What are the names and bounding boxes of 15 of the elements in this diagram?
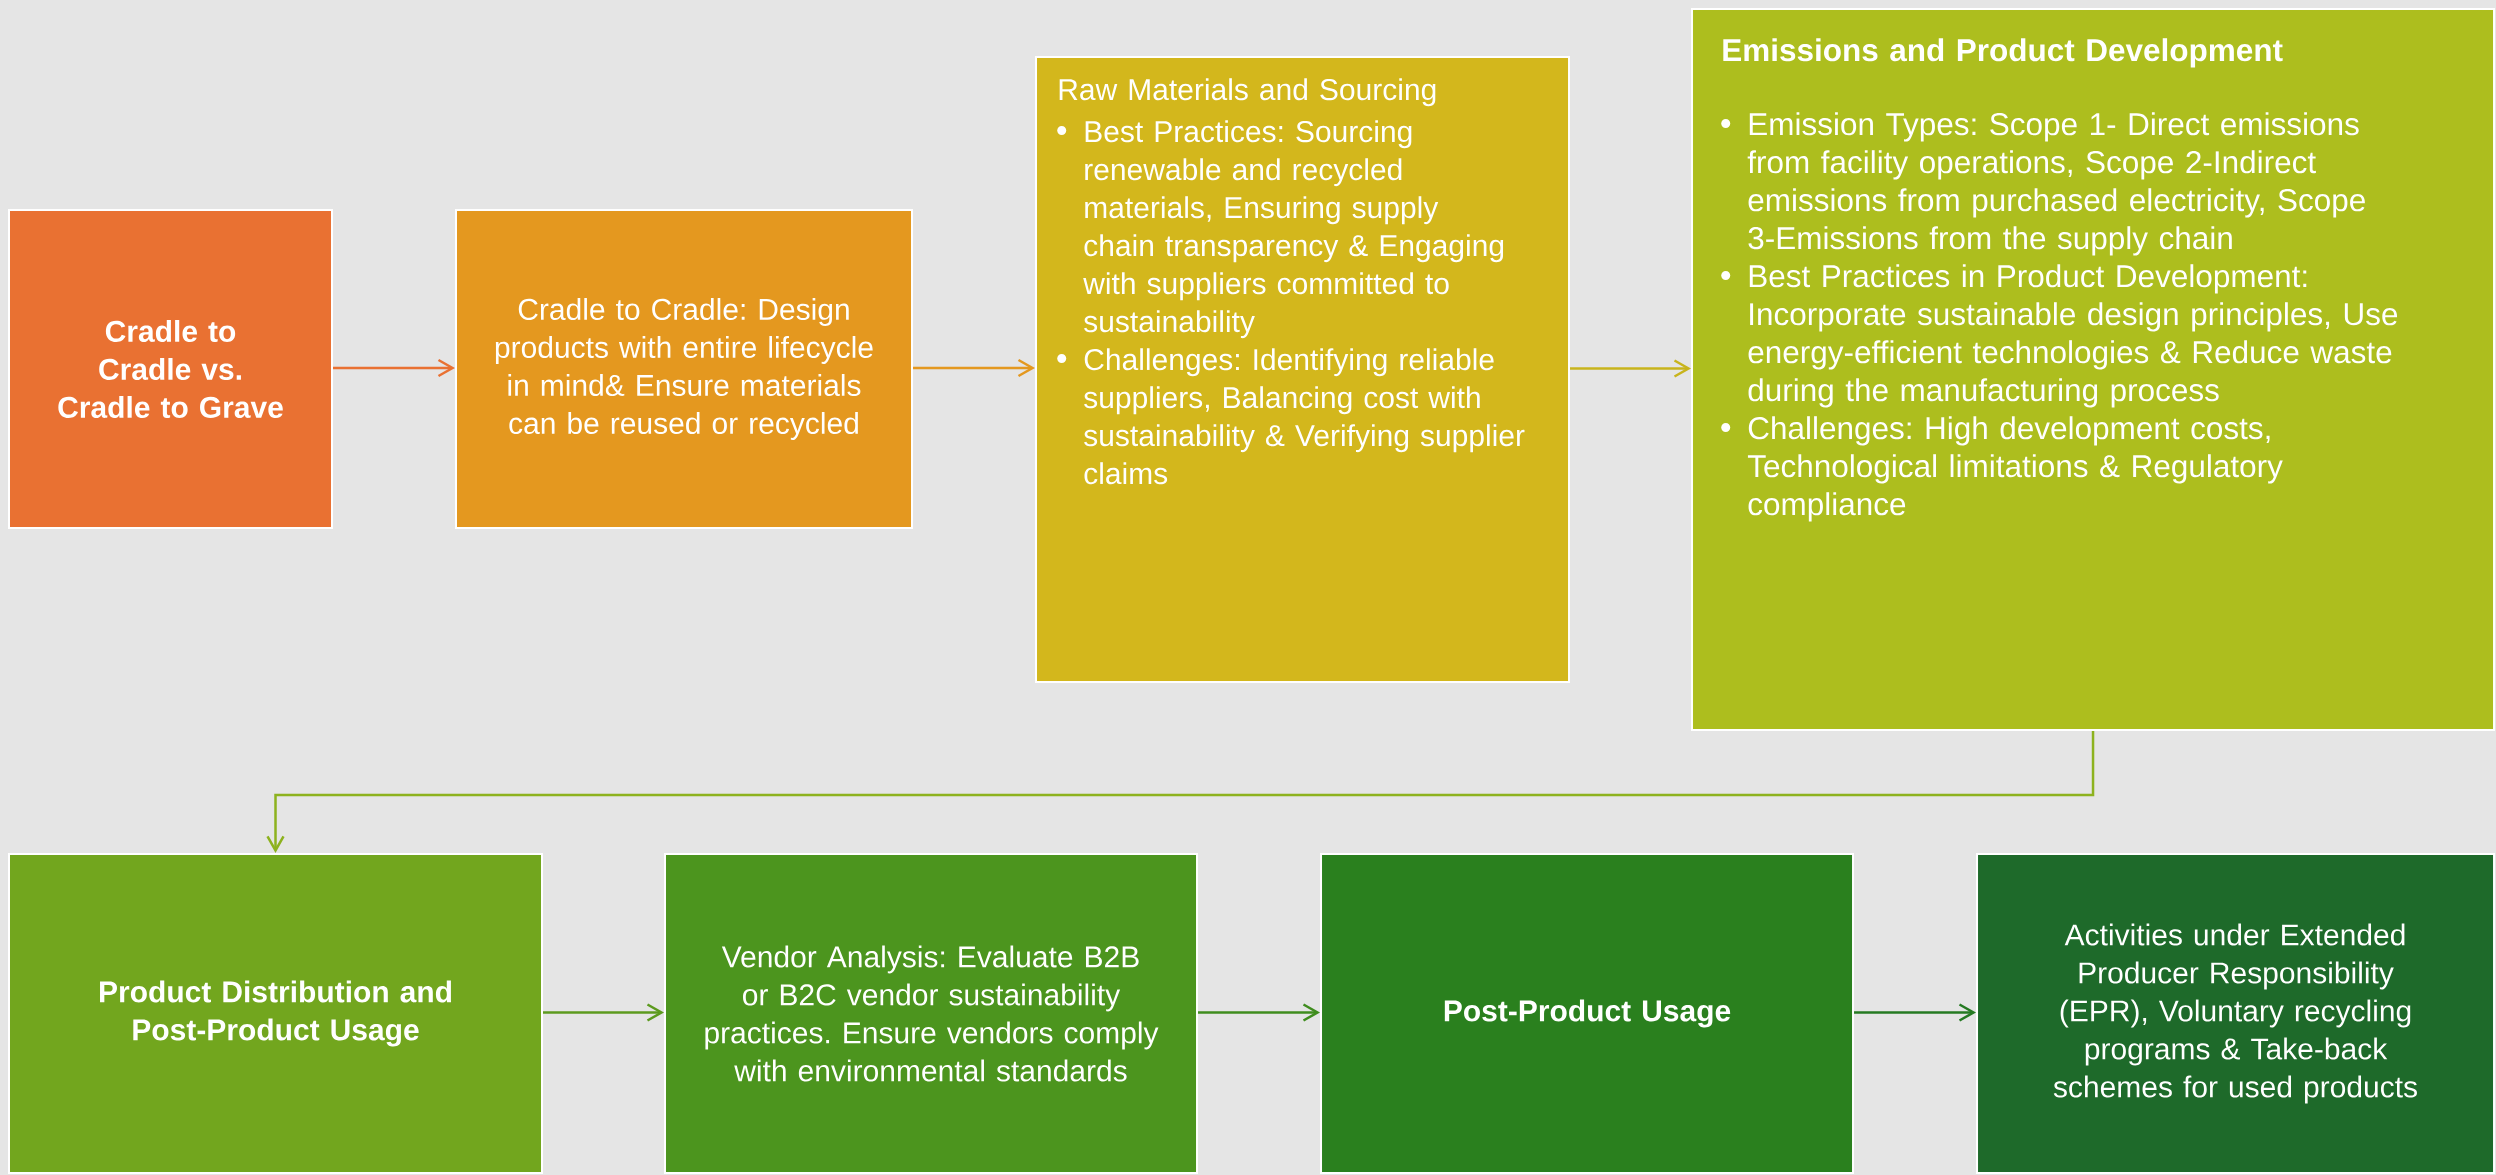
process-box: Post-Product Usage <box>1320 853 1855 1174</box>
process-box: Activities under Extended Producer Responsibility (EPR), Voluntary recycling programs & Take-back schemes for used products <box>1976 853 2496 1174</box>
arrow <box>1570 359 1692 378</box>
process-box: Vendor Analysis: Evaluate B2B or B2C vendor sustainability practices. Ensure vendors comply with environmental standards <box>664 853 1198 1174</box>
arrow <box>1854 1003 1977 1022</box>
arrow <box>543 1003 664 1022</box>
text-box: Raw Materials and Sourcing Best Practices: Sourcing renewable and recycled materials, Ensuring supply chain transparency & Engaging with suppliers committed to sustainability Challenges: Identifying reliable suppliers, Balancing cost with sustainability & Verifying supplier claims <box>1035 56 1570 683</box>
process-box: Cradle to Cradle vs. Cradle to Grave <box>8 209 333 529</box>
arrow <box>333 358 455 378</box>
process-box: Product Distribution and Post-Product Usage <box>8 853 543 1174</box>
arrow <box>1198 1003 1320 1022</box>
text-box: Emissions and Product Development Emission Types: Scope 1- Direct emissions from facility operations, Scope 2-Indirect emissions from purchased electricity, Scope 3-Emissions from the supply chain Best Practices in Product Development: Incorporate sustainable design principles, Use energy-efficient technologies & Reduce waste during the manufacturing process Challenges: High development costs, Technological limitations & Regulatory compliance <box>1691 8 2496 731</box>
process-box: Cradle to Cradle: Design products with entire lifecycle in mind& Ensure materials can be reused or recycled <box>455 209 913 529</box>
arrow <box>266 731 2095 853</box>
arrow <box>913 358 1035 378</box>
